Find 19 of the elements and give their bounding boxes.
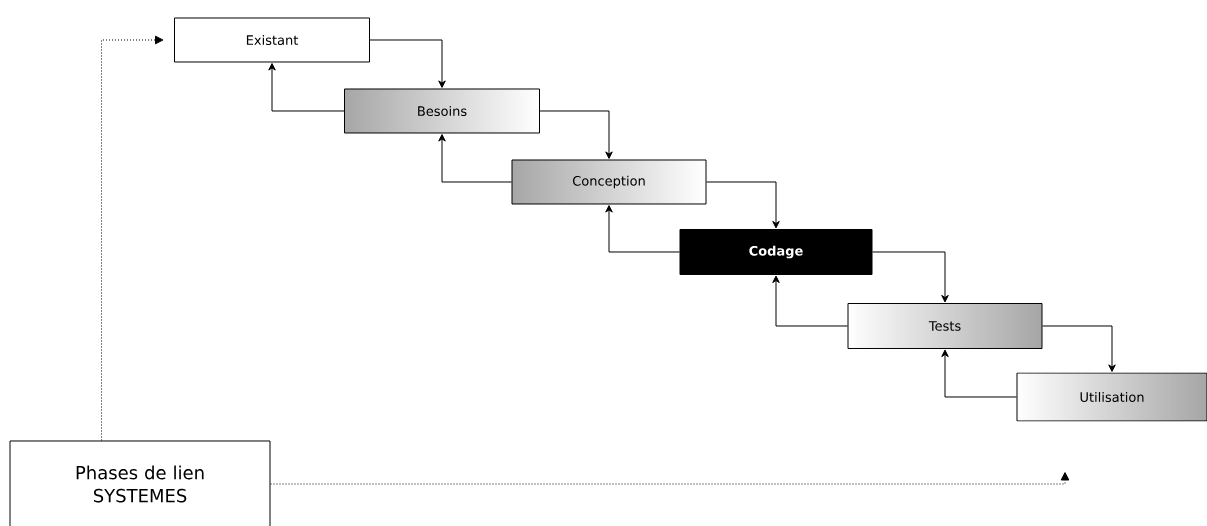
phase-box: Conception [511,159,707,205]
arrow [270,472,1070,485]
note-box: Phases de lien SYSTEMES [9,440,271,526]
phase-box: Tests [847,303,1043,349]
arrow [268,63,345,112]
phase-box: Utilisation [1016,372,1207,422]
phase-box: Codage [679,229,873,275]
phase-box: Existant [174,17,370,63]
phase-box: Besoins [344,88,540,134]
arrow [605,205,680,253]
arrow [872,251,949,303]
arrow [706,181,780,229]
arrow [539,110,613,159]
arrow [941,349,1017,398]
arrow [438,134,512,183]
arrow [1042,325,1116,372]
arrow [369,39,446,88]
arrow [772,275,848,327]
arrow [101,35,164,441]
